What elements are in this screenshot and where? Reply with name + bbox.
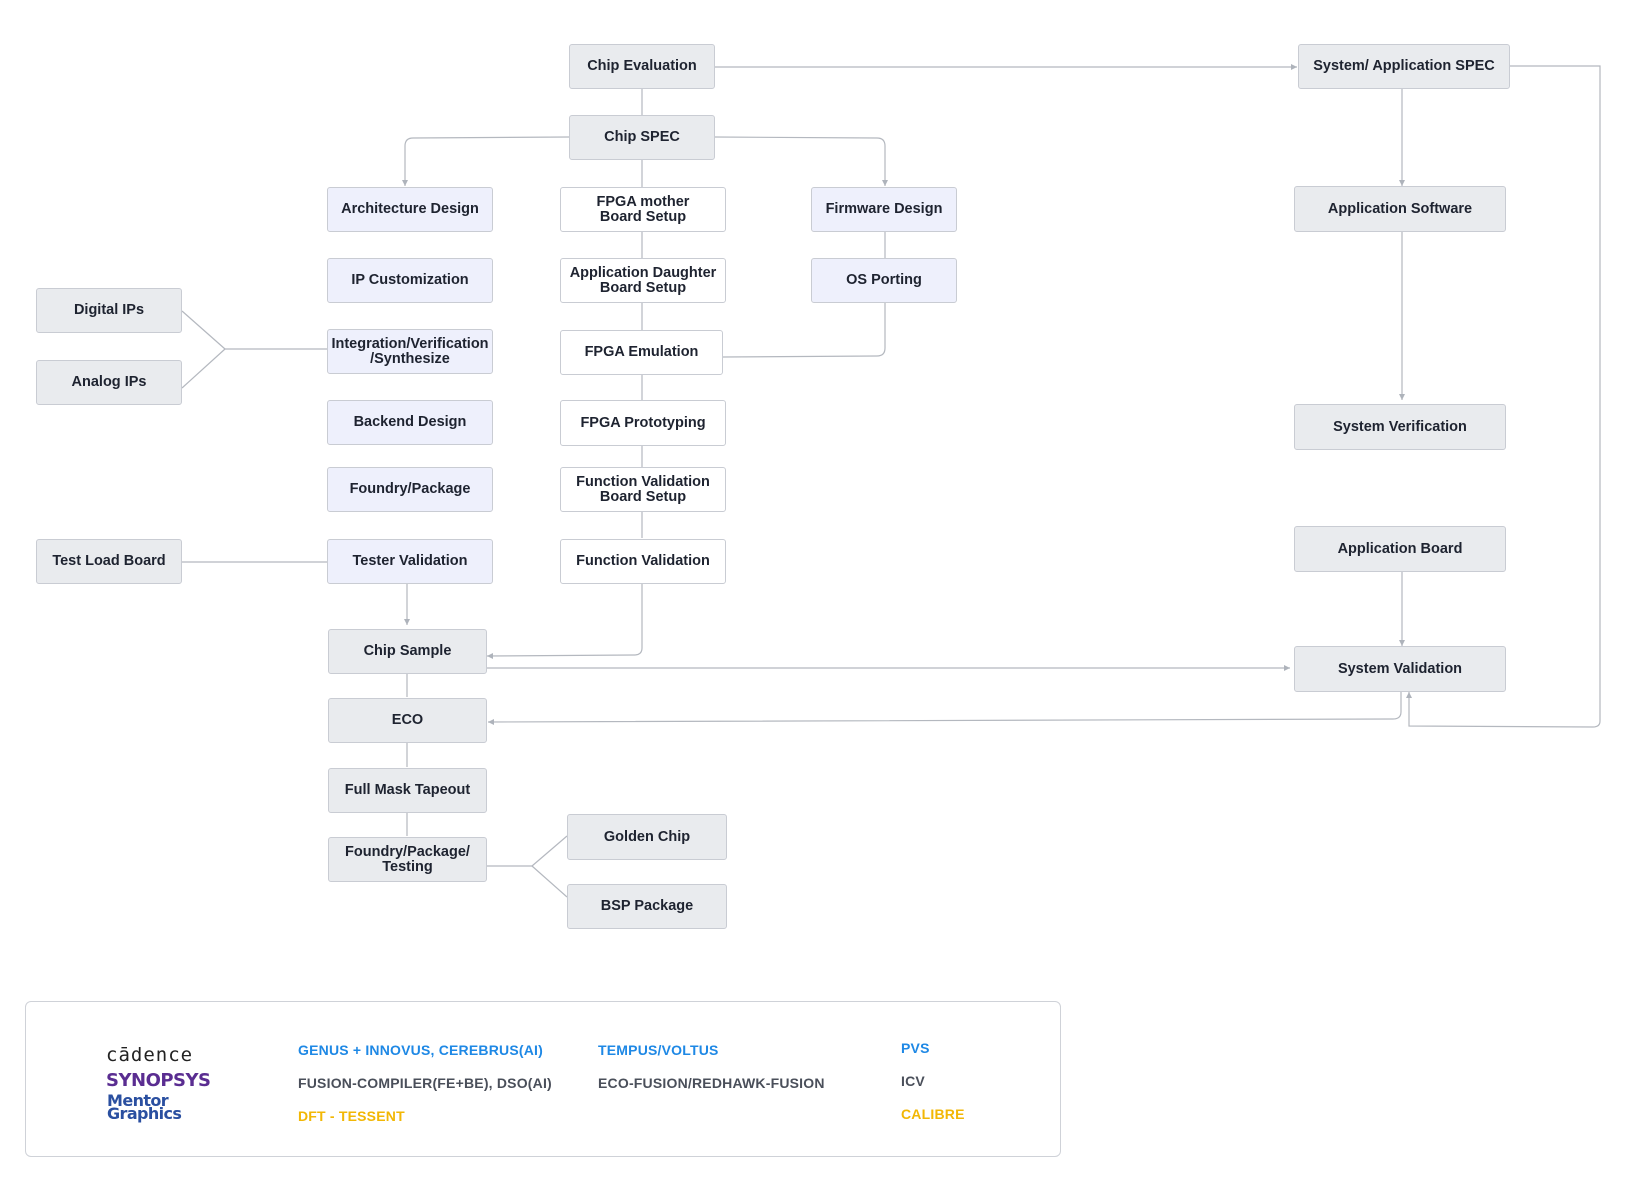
- synopsys-logo: SYNOPSYS: [106, 1070, 211, 1091]
- edge-os-to-emulation: [722, 303, 886, 358]
- node-analog-ips[interactable]: Analog IPs: [36, 360, 182, 405]
- node-foundry-package[interactable]: Foundry/Package: [327, 467, 493, 512]
- node-integration-verification-synthesize[interactable]: Integration/Verification /Synthesize: [327, 329, 493, 374]
- node-fpga-emulation[interactable]: FPGA Emulation: [560, 330, 723, 375]
- node-golden-chip[interactable]: Golden Chip: [567, 814, 727, 860]
- node-os-porting[interactable]: OS Porting: [811, 258, 957, 303]
- eda-tools-legend: cādence SYNOPSYS Mentor Graphics GENUS +…: [25, 1001, 1061, 1157]
- tool-mentor-dft: DFT - TESSENT: [298, 1108, 405, 1124]
- node-application-daughter-board-setup[interactable]: Application Daughter Board Setup: [560, 258, 726, 303]
- edge-function-validation-to-chip-sample: [486, 584, 643, 659]
- node-function-validation-board-setup[interactable]: Function Validation Board Setup: [560, 467, 726, 512]
- tool-cadence-impl: GENUS + INNOVUS, CEREBRUS(AI): [298, 1042, 543, 1058]
- tool-mentor-pv: CALIBRE: [901, 1106, 965, 1122]
- edge-digital-ips: [181, 310, 226, 350]
- node-tester-validation[interactable]: Tester Validation: [327, 539, 493, 584]
- node-foundry-package-testing[interactable]: Foundry/Package/ Testing: [328, 837, 487, 882]
- tool-cadence-pv: PVS: [901, 1040, 930, 1056]
- node-chip-sample[interactable]: Chip Sample: [328, 629, 487, 674]
- node-chip-evaluation[interactable]: Chip Evaluation: [569, 44, 715, 89]
- node-test-load-board[interactable]: Test Load Board: [36, 539, 182, 584]
- node-application-board[interactable]: Application Board: [1294, 526, 1506, 572]
- node-chip-spec[interactable]: Chip SPEC: [569, 115, 715, 160]
- edge-analog-ips: [181, 348, 226, 389]
- mentor-graphics-logo: Mentor Graphics: [107, 1091, 182, 1123]
- tool-synopsys-signoff: ECO-FUSION/REDHAWK-FUSION: [598, 1075, 825, 1091]
- edge-system-validation-to-eco: [487, 691, 1402, 725]
- node-backend-design[interactable]: Backend Design: [327, 400, 493, 445]
- edge-system-spec-loop: [1406, 65, 1601, 728]
- node-architecture-design[interactable]: Architecture Design: [327, 187, 493, 232]
- node-bsp-package[interactable]: BSP Package: [567, 884, 727, 929]
- node-system-verification[interactable]: System Verification: [1294, 404, 1506, 450]
- node-fpga-prototyping[interactable]: FPGA Prototyping: [560, 400, 726, 446]
- edge-to-bsp: [531, 865, 568, 898]
- edge-to-golden-chip: [531, 835, 568, 867]
- node-full-mask-tapeout[interactable]: Full Mask Tapeout: [328, 768, 487, 813]
- node-fpga-mother-board-setup[interactable]: FPGA mother Board Setup: [560, 187, 726, 232]
- cadence-logo: cādence: [106, 1044, 194, 1066]
- edge-chip-spec-to-firmware: [714, 136, 888, 186]
- node-system-application-spec[interactable]: System/ Application SPEC: [1298, 44, 1510, 89]
- node-system-validation[interactable]: System Validation: [1294, 646, 1506, 692]
- node-eco[interactable]: ECO: [328, 698, 487, 743]
- node-digital-ips[interactable]: Digital IPs: [36, 288, 182, 333]
- tool-synopsys-impl: FUSION-COMPILER(FE+BE), DSO(AI): [298, 1075, 552, 1091]
- tool-synopsys-pv: ICV: [901, 1073, 925, 1089]
- edge-chip-spec-to-architecture: [402, 136, 570, 186]
- tool-cadence-signoff: TEMPUS/VOLTUS: [598, 1042, 719, 1058]
- node-firmware-design[interactable]: Firmware Design: [811, 187, 957, 232]
- node-ip-customization[interactable]: IP Customization: [327, 258, 493, 303]
- node-application-software[interactable]: Application Software: [1294, 186, 1506, 232]
- node-function-validation[interactable]: Function Validation: [560, 539, 726, 584]
